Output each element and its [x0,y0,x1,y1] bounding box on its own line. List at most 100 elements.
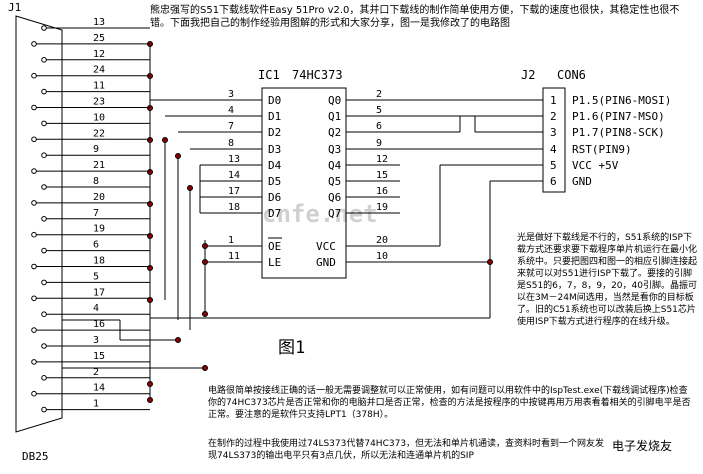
db25-pin-number: 3 [93,335,99,346]
ic1-left-pin-name: D0 [268,94,281,107]
junction-dot [187,185,193,191]
figure-label: 图1 [278,338,305,358]
ic1-left-pin-number: 8 [228,138,234,149]
ic1-right-pin-number: 15 [376,170,388,181]
db25-pin-number: 11 [93,81,105,92]
ic1-left-pin-number: 1 [228,235,234,246]
j1-label: J1 [8,1,21,14]
db25-pin-number: 8 [93,176,99,187]
db25-pin-hole [41,216,47,222]
junction-dot [147,201,153,207]
ic1-left-pin-name: D1 [268,110,281,123]
db25-pin-hole [41,343,47,349]
ic1-left-pin-name: D3 [268,143,281,156]
ic1-left-pin-name: D6 [268,191,281,204]
db25-pin-hole [41,375,47,381]
ic1-right-pin-name: Q5 [328,175,341,188]
db25-pin-hole [41,279,47,286]
db25-pin-number: 1 [93,399,99,410]
ic1-left-pin-number: 18 [228,202,240,213]
db25-outline [15,15,63,433]
db25-pin-number: 9 [93,144,99,155]
db25-pin-hole [31,295,37,302]
ic1-left-pin-name: D2 [268,126,281,139]
j2-pin-label: P1.6(PIN7-MSO) [572,110,665,123]
db25-pin-hole [31,327,37,333]
ic1-right-pin-name: Q6 [328,191,341,204]
db25-pin-number: 14 [93,383,105,394]
ic1-right-pin-name: VCC [316,240,336,253]
db25-pin-hole [31,72,37,79]
db25-pin-number: 19 [93,224,105,235]
db25-pin-hole [41,25,47,31]
db25-pin-number: 24 [93,65,105,76]
db25-pin-hole [31,200,37,206]
ic1-ref: IC1 [258,68,280,82]
ic1-right-pin-number: 16 [376,186,388,197]
ic1-part: 74HC373 [292,68,343,82]
junction-dot [147,137,153,143]
junction-dot [147,169,153,175]
junction-dot [202,243,208,249]
db25-pin-hole [31,390,37,397]
bottom-note-1: 电路很简单按接线正确的话一般无需要调整就可以正常使用，如有问题可以用软件中的Is… [208,386,691,420]
db25-pin-hole [31,104,37,111]
ic1-left-pin-name: D4 [268,159,282,172]
ic1-right-pin-name: Q0 [328,94,341,107]
ic1-right-pin-name: Q3 [328,143,341,156]
db25-pin-hole [31,136,37,143]
junction-dot [147,397,153,403]
db25-pin-hole [31,41,37,47]
j2-pin-label: P1.5(PIN6-MOSI) [572,94,671,107]
db25-connector: 1325122411231022921820719618517416315214… [15,15,150,433]
db25-pin-hole [31,168,37,174]
j2-pin-number: 4 [550,143,557,156]
ic1-right-pin-name: Q4 [328,159,342,172]
top-note: 熊忠强写的S51下载线软件Easy 51Pro v2.0，其并口下载线的制作简单… [150,5,680,29]
ic1-left-pin-number: 14 [228,170,240,181]
db25-pin-hole [41,406,47,413]
j2-pin-label: VCC +5V [572,159,619,172]
ic1-right-pin-name: Q7 [328,207,341,220]
ic1-left-pin-name: LE [268,256,281,269]
db25-pin-hole [41,57,47,63]
db25-pin-hole [41,311,47,318]
db25-pin-hole [41,184,47,190]
ic1-right-pin-name: Q2 [328,126,341,139]
junction-dot [487,259,493,265]
j2-pin-number: 1 [550,94,557,107]
ic1-right-pin-number: 12 [376,154,388,165]
db25-pin-number: 16 [93,319,105,330]
ic1-right-pin-number: 2 [376,89,382,100]
ic1-right-pin-number: 6 [376,121,382,132]
j2-pin-label: P1.7(PIN8-SCK) [572,126,665,139]
db25-pin-number: 6 [93,240,99,251]
db25-pin-hole [41,88,47,95]
db25-type-label: DB25 [22,450,49,463]
db25-pin-number: 10 [93,112,105,123]
ic1-left-pin-name: OE [268,240,281,253]
db25-pin-number: 4 [93,303,99,314]
ic1-left-pin-name: D5 [268,175,281,188]
db25-pin-number: 18 [93,256,105,267]
db25-pin-number: 2 [93,367,99,378]
ic1-body [261,87,347,279]
db25-pin-hole [41,120,47,127]
ic1-right-pin-number: 5 [376,105,382,116]
db25-pin-number: 20 [93,192,105,203]
j2-pin-number: 3 [550,126,557,139]
ic1-left-pin-number: 11 [228,251,240,262]
j2-pin-label: GND [572,175,592,188]
db25-pin-number: 12 [93,49,105,60]
db25-pin-number: 22 [93,128,105,139]
logo-text: 电子发烧友 [612,438,672,453]
ic1-left-pin-number: 4 [228,105,234,116]
db25-pin-number: 15 [93,351,105,362]
db25-pin-number: 17 [93,287,105,298]
db25-pin-number: 25 [93,33,105,44]
db25-pin-hole [41,152,47,158]
ic1-left-pin-number: 13 [228,154,240,165]
ic1-right-pin-name: GND [316,256,336,269]
